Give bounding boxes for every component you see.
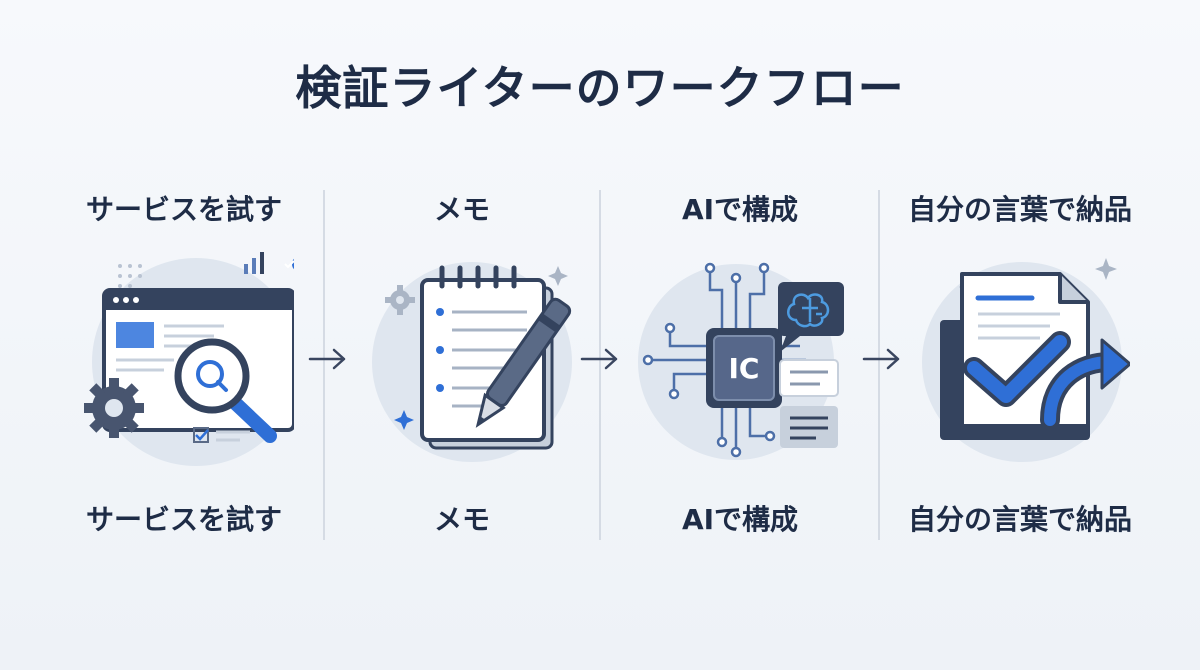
- page-title: 検証ライターのワークフロー: [295, 61, 905, 115]
- document-check-icon: [922, 258, 1130, 462]
- step-divider: [599, 190, 601, 540]
- step-divider: [878, 190, 880, 540]
- step-label-top: メモ: [433, 193, 490, 226]
- step-label-top: 自分の言葉で納品: [907, 193, 1132, 226]
- chip-label: IC: [729, 352, 760, 385]
- workflow-step-memo: メモ: [322, 180, 602, 560]
- notepad-pen-icon: [372, 262, 572, 462]
- step-label-bottom: AIで構成: [681, 503, 799, 536]
- arrow-right-icon: [580, 348, 618, 370]
- workflow-step-deliver: 自分の言葉で納品 自分の言葉で納品: [880, 180, 1160, 560]
- ai-chip-icon: IC: [638, 262, 844, 460]
- step-label-top: AIで構成: [681, 193, 799, 226]
- workflow-step-ai-compose: AIで構成 IC: [600, 180, 880, 560]
- browser-magnifier-icon: [84, 252, 294, 466]
- arrow-right-icon: [308, 348, 346, 370]
- step-label-bottom: サービスを試す: [85, 503, 282, 536]
- step-label-bottom: 自分の言葉で納品: [907, 503, 1132, 536]
- step-label-bottom: メモ: [433, 503, 490, 536]
- workflow-step-try-service: サービスを試す: [44, 180, 324, 560]
- step-divider: [323, 190, 325, 540]
- step-label-top: サービスを試す: [85, 193, 282, 226]
- arrow-right-icon: [862, 348, 900, 370]
